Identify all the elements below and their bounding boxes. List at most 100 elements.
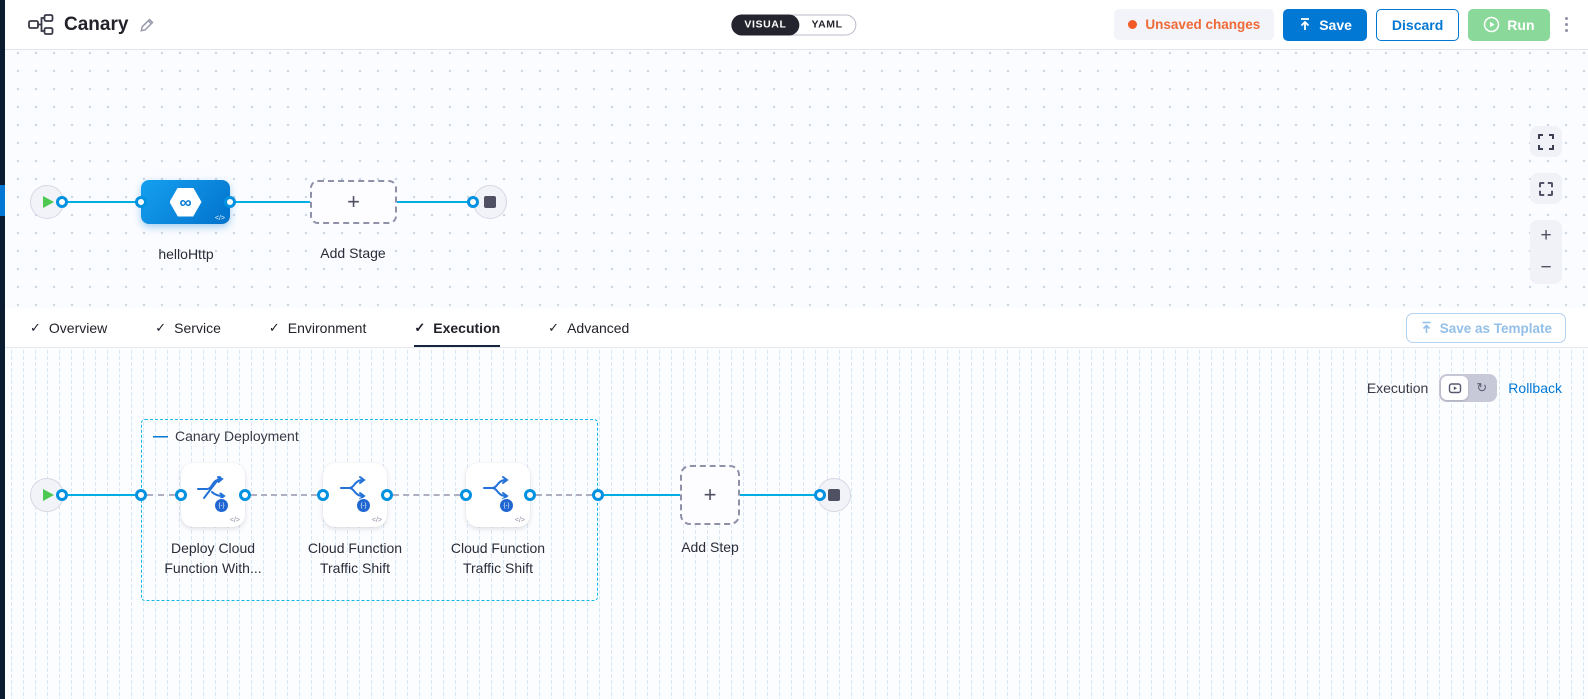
add-step-label: Add Step: [681, 539, 739, 555]
rollback-link[interactable]: Rollback: [1508, 380, 1562, 396]
wire: [68, 494, 135, 496]
execution-icon: [1448, 383, 1461, 394]
stop-icon: [484, 196, 496, 208]
check-icon: ✓: [268, 319, 280, 335]
step-badge-icon: {-}: [499, 498, 514, 513]
unsaved-dot-icon: [1128, 20, 1138, 29]
connector-port[interactable]: [381, 489, 393, 501]
execution-start-node[interactable]: [30, 478, 64, 512]
wire: [66, 201, 137, 203]
left-edge-strip: [0, 0, 5, 699]
connector-port[interactable]: [56, 196, 68, 208]
tab-overview[interactable]: ✓ Overview: [30, 319, 108, 336]
step-group-canary-deployment[interactable]: [141, 419, 598, 601]
plus-icon: +: [703, 482, 717, 507]
connector-port[interactable]: [239, 489, 251, 501]
traffic-shift-icon: [483, 476, 509, 500]
connector-port[interactable]: [460, 489, 472, 501]
stage-name-label: helloHttp: [158, 246, 214, 262]
connector-port[interactable]: [175, 489, 187, 501]
left-edge-highlight: [0, 185, 5, 216]
zoom-in-button[interactable]: +: [1540, 225, 1552, 246]
step-badge-icon: {-}: [214, 498, 229, 513]
upload-icon: [1422, 321, 1431, 333]
start-play-icon: [43, 489, 54, 501]
start-play-icon: [43, 196, 54, 208]
step-card-traffic-shift-1[interactable]: {-} </>: [323, 463, 387, 527]
traffic-shift-icon: [340, 476, 366, 500]
wire: [740, 494, 814, 496]
execution-rollback-switch: Execution ↻ Rollback: [1367, 374, 1562, 402]
stop-icon: [828, 489, 840, 501]
rollback-toggle-icon[interactable]: ↻: [1468, 376, 1495, 400]
step-group-header: — Canary Deployment: [153, 428, 299, 444]
edit-title-icon[interactable]: [138, 16, 156, 34]
execution-mode-label: Execution: [1366, 380, 1429, 396]
unsaved-changes-badge: Unsaved changes: [1114, 9, 1275, 40]
run-play-icon: [1484, 16, 1500, 33]
marquee-select-button[interactable]: [1530, 173, 1562, 204]
connector-port[interactable]: [592, 489, 604, 501]
save-as-template-button[interactable]: Save as Template: [1405, 313, 1566, 343]
step-card-traffic-shift-2[interactable]: {-} </>: [466, 463, 530, 527]
fullscreen-button[interactable]: [1530, 126, 1562, 157]
wire-dashed: [251, 494, 317, 496]
step-group-name: Canary Deployment: [175, 428, 299, 444]
wire: [234, 201, 310, 203]
zoom-controls: + −: [1530, 220, 1562, 284]
connector-port[interactable]: [56, 489, 68, 501]
deploy-stage-icon: ∞: [169, 187, 202, 217]
add-stage-label: Add Stage: [320, 245, 386, 261]
page-title: Canary: [64, 13, 129, 35]
upload-icon: [1301, 18, 1310, 30]
execution-canvas[interactable]: Execution ↻ Rollback — Canary Deployment: [0, 348, 1588, 699]
wire-dashed: [536, 494, 592, 496]
check-icon: ✓: [30, 319, 41, 335]
toggle-yaml[interactable]: YAML: [811, 18, 843, 31]
tab-execution[interactable]: ✓ Execution: [414, 308, 500, 347]
stage-card-hellohttp[interactable]: ∞ </>: [141, 180, 230, 224]
collapse-group-icon[interactable]: —: [153, 427, 168, 445]
connector-port[interactable]: [814, 489, 826, 501]
execution-toggle-icon[interactable]: [1441, 376, 1469, 400]
code-icon: </>: [229, 517, 240, 524]
stage-canvas[interactable]: ∞ </> helloHttp + Add Stage + −: [0, 50, 1588, 308]
wire: [397, 201, 469, 203]
step-name-label: Cloud Function Traffic Shift: [450, 540, 546, 576]
connector-port[interactable]: [467, 196, 479, 208]
tab-advanced[interactable]: ✓ Advanced: [548, 319, 630, 336]
step-badge-icon: {-}: [356, 498, 371, 513]
toggle-visual[interactable]: VISUAL: [731, 14, 800, 35]
code-icon: </>: [214, 215, 225, 222]
connector-port[interactable]: [135, 489, 147, 501]
connector-port[interactable]: [224, 196, 236, 208]
wire-dashed: [393, 494, 460, 496]
fullscreen-icon: [1538, 133, 1554, 150]
add-stage-button[interactable]: +: [310, 180, 397, 224]
save-button[interactable]: Save: [1283, 8, 1367, 41]
check-icon: ✓: [414, 319, 426, 335]
more-options-icon[interactable]: [1559, 13, 1575, 37]
check-icon: ✓: [548, 319, 560, 335]
zoom-out-button[interactable]: −: [1540, 257, 1552, 278]
check-icon: ✓: [155, 319, 167, 335]
code-icon: </>: [371, 517, 382, 524]
discard-button[interactable]: Discard: [1375, 8, 1460, 41]
rollback-icon: ↻: [1476, 380, 1488, 395]
step-card-deploy-cloud-function[interactable]: {-} </>: [181, 463, 245, 527]
connector-port[interactable]: [135, 196, 147, 208]
stage-tabbar: ✓ Overview ✓ Service ✓ Environment ✓ Exe…: [0, 308, 1588, 348]
add-step-button[interactable]: +: [680, 465, 740, 525]
deploy-cloud-function-icon: [197, 476, 226, 500]
execution-rollback-toggle[interactable]: ↻: [1439, 374, 1498, 402]
connector-port[interactable]: [317, 489, 329, 501]
pipeline-header: Canary VISUAL YAML Unsaved changes Save …: [0, 0, 1588, 50]
run-button[interactable]: Run: [1468, 8, 1550, 41]
tab-service[interactable]: ✓ Service: [155, 319, 221, 336]
tab-environment[interactable]: ✓ Environment: [268, 319, 367, 336]
step-name-label: Cloud Function Traffic Shift: [307, 540, 403, 576]
wire: [604, 494, 680, 496]
plus-icon: +: [347, 189, 360, 214]
code-icon: </>: [514, 517, 525, 524]
connector-port[interactable]: [524, 489, 536, 501]
